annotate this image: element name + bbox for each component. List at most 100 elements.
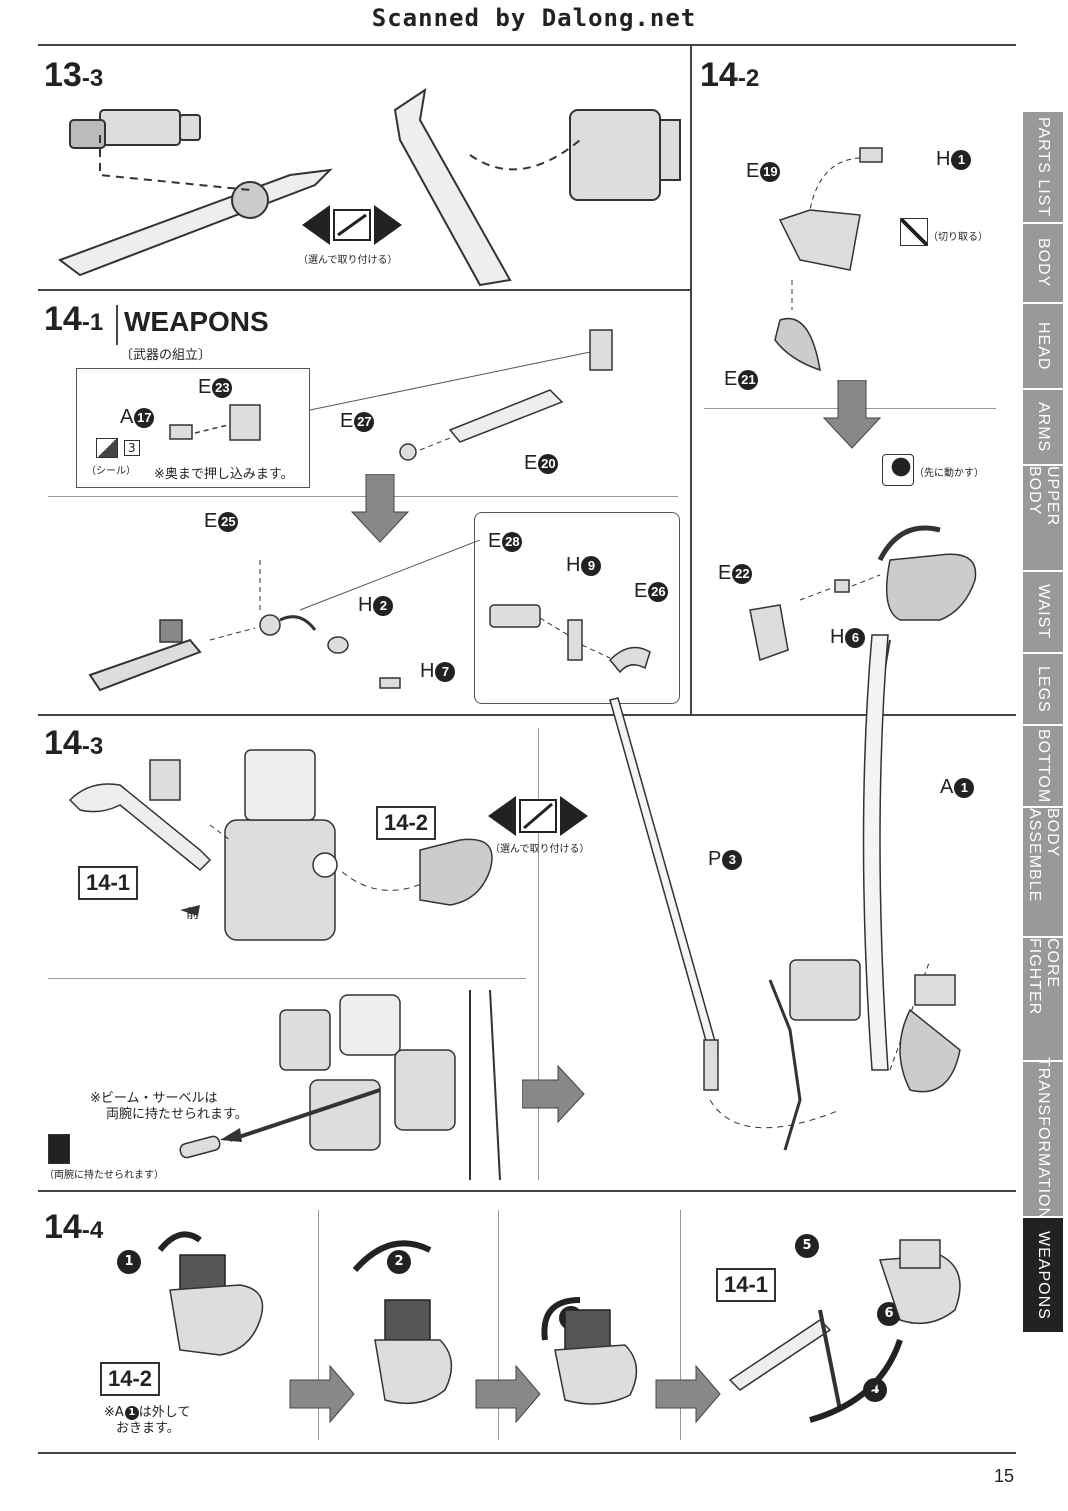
illustration-bazooka bbox=[88, 540, 480, 692]
sidebar-tab-body: BODY bbox=[1023, 224, 1063, 304]
step-14-3-sub: -3 bbox=[81, 733, 104, 760]
sidebar-tab-upper-body: UPPER BODY bbox=[1023, 466, 1063, 572]
sidebar-tab-core-fighter: CORE FIGHTER bbox=[1023, 938, 1063, 1062]
e28-num: 28 bbox=[502, 531, 523, 552]
hand-with-grip bbox=[69, 109, 201, 149]
ref-box-14-2-in-14-3: 14-2 bbox=[376, 806, 437, 840]
sidebar-tab-label: BOTTOM bbox=[1035, 728, 1052, 804]
divider-13-14 bbox=[38, 289, 692, 291]
h2-num: 2 bbox=[373, 595, 394, 616]
right-arrow-14-3 bbox=[522, 1064, 585, 1124]
choice-arrows-13-3 bbox=[302, 205, 402, 245]
illustration-grip bbox=[749, 525, 977, 720]
sidebar-tab-label: WEAPONS bbox=[1035, 1230, 1052, 1320]
ref-box-14-1-in-14-4: 14-1 bbox=[716, 1268, 777, 1302]
sidebar-tab-label: LEGS bbox=[1035, 665, 1052, 713]
step-14-1-main: 14 bbox=[44, 300, 82, 338]
seal-note: （シール） bbox=[86, 466, 136, 477]
divider-13-3-right bbox=[690, 44, 692, 290]
remove-note-line2: おきます。 bbox=[116, 1421, 180, 1436]
illustration-14-2 bbox=[774, 147, 883, 372]
step-13-3-sub: -3 bbox=[81, 65, 104, 92]
e23-letter: E bbox=[198, 376, 212, 398]
saber-note-1: ※ビーム・サーベルは bbox=[90, 1091, 218, 1106]
ref-box-14-2-in-14-4: 14-2 bbox=[100, 1362, 161, 1396]
ref-box-14-1-in-14-3: 14-1 bbox=[78, 866, 139, 900]
order-5: 5 bbox=[795, 1234, 819, 1258]
illustration-14-4 bbox=[157, 1231, 961, 1424]
a1-num: 1 bbox=[954, 777, 975, 798]
e27-num: 27 bbox=[354, 411, 375, 432]
order-2: 2 bbox=[387, 1250, 411, 1274]
sidebar-tab-waist: WAIST bbox=[1023, 572, 1063, 654]
sidebar-tab-label: CORE FIGHTER bbox=[1026, 938, 1061, 1016]
divider-14-3-right bbox=[538, 728, 539, 1180]
h1-letter: H bbox=[936, 148, 951, 170]
order-1: 1 bbox=[117, 1250, 141, 1274]
sidebar-tab-label: HEAD bbox=[1035, 321, 1052, 371]
h6-num: 6 bbox=[845, 627, 866, 648]
illustration-saber-hold bbox=[179, 990, 501, 1180]
choice-arrows-14-3 bbox=[488, 796, 588, 836]
divider-14-4-c bbox=[680, 1210, 681, 1440]
p3-num: 3 bbox=[722, 849, 743, 870]
hold-icon bbox=[48, 1134, 70, 1164]
p3-letter: P bbox=[708, 848, 722, 870]
scanner-credit: Scanned by Dalong.net bbox=[371, 4, 697, 32]
first-move-note: （先に動かす） bbox=[914, 468, 984, 479]
step-14-4-sub: -4 bbox=[81, 1217, 104, 1244]
sidebar-tab-label: PARTS LIST bbox=[1035, 116, 1052, 218]
h9-letter: H bbox=[566, 554, 581, 576]
e19-letter: E bbox=[746, 160, 760, 182]
e19-num: 19 bbox=[760, 161, 781, 182]
step-14-1-number: 14-1 bbox=[44, 300, 103, 339]
divider-14-1-right bbox=[690, 290, 692, 715]
sidebar-tab-label: WAIST bbox=[1035, 584, 1052, 640]
title-bar bbox=[116, 305, 118, 345]
remove-note-suffix: は外して bbox=[138, 1405, 191, 1420]
down-arrow-14-2 bbox=[822, 380, 882, 449]
sidebar-tab-bottom: BOTTOM bbox=[1023, 726, 1063, 808]
cut-note: （切り取る） bbox=[928, 232, 988, 243]
divider-14-3-14-4 bbox=[38, 1190, 1016, 1192]
e25-letter: E bbox=[204, 510, 218, 532]
sidebar-tab-transformation: TRANSFORMATION bbox=[1023, 1057, 1063, 1221]
e20-letter: E bbox=[524, 452, 538, 474]
first-move-icon bbox=[882, 454, 914, 486]
e21-num: 21 bbox=[738, 369, 759, 390]
saber-note-2: 両腕に持たせられます。 bbox=[106, 1107, 248, 1122]
h7-letter: H bbox=[420, 660, 435, 682]
step-14-1-sub: -1 bbox=[81, 309, 104, 336]
h2-letter: H bbox=[358, 594, 373, 616]
down-arrow-14-1 bbox=[350, 474, 410, 543]
e26-letter: E bbox=[634, 580, 648, 602]
step-13-3-main: 13 bbox=[44, 56, 82, 94]
a17-num: 17 bbox=[134, 407, 155, 428]
e26-num: 26 bbox=[648, 581, 669, 602]
illustration-a17 bbox=[169, 404, 261, 441]
push-note: ※奥まで押し込みます。 bbox=[154, 467, 294, 482]
e22-letter: E bbox=[718, 562, 732, 584]
divider-14-1-inner bbox=[48, 496, 678, 497]
seal-count: 3 bbox=[124, 440, 140, 456]
sidebar-tab-label: BODY bbox=[1035, 238, 1052, 288]
sidebar-tab-label: BODY ASSEMBLE bbox=[1026, 808, 1061, 903]
illustration-13-3 bbox=[57, 87, 681, 287]
choice-note-14-3: （選んで取り付ける） bbox=[490, 844, 590, 855]
illustration-beam-rods bbox=[609, 634, 961, 1151]
e21-letter: E bbox=[724, 368, 738, 390]
